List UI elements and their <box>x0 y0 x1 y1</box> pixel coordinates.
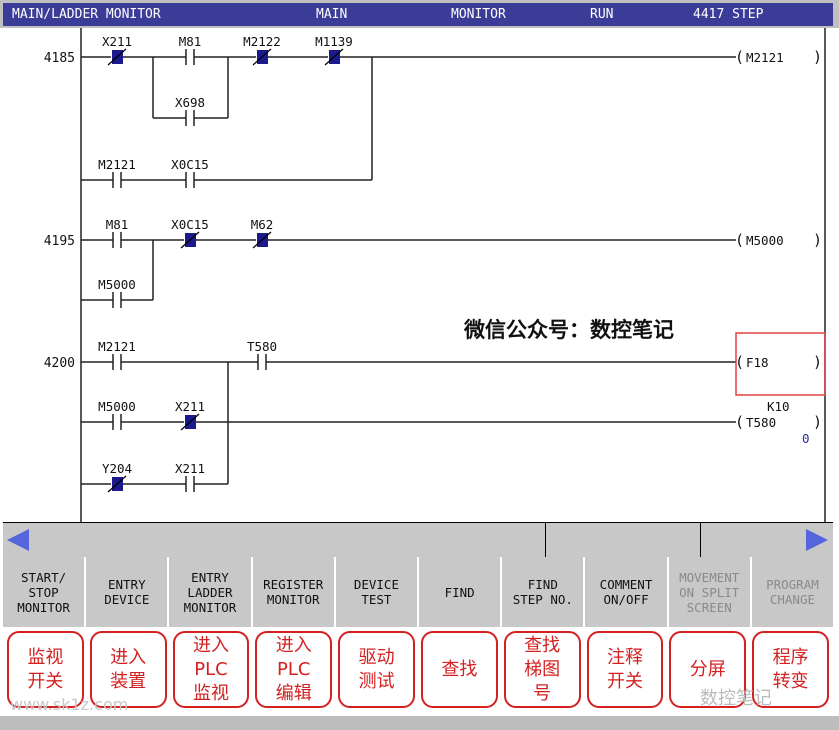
contact-label: X211 <box>175 461 205 476</box>
step-number: 4200 <box>44 356 75 371</box>
contact-gap <box>186 115 194 121</box>
contact-slash <box>180 413 200 431</box>
timer-current-value: 0 <box>802 431 810 446</box>
annotation-label: 进入 装置 <box>89 631 167 708</box>
coil-label: F18 <box>746 355 769 370</box>
softkey-button[interactable]: ENTRY LADDER MONITOR <box>169 557 251 627</box>
contact-label: X211 <box>102 34 132 49</box>
annotation-label: 注释 开关 <box>586 631 664 708</box>
scroll-divider <box>545 523 546 557</box>
contact-gap <box>186 481 194 487</box>
contact-label: M2122 <box>243 34 281 49</box>
contact-label: X211 <box>175 399 205 414</box>
softkey-button[interactable]: MOVEMENT ON SPLIT SCREEN <box>668 557 750 627</box>
contact-label: X0C15 <box>171 217 209 232</box>
mode-label: MONITOR <box>451 7 506 22</box>
scroll-divider <box>700 523 701 557</box>
contact-label: M2121 <box>98 339 136 354</box>
header: MAIN/LADDER MONITOR MAIN MONITOR RUN 441… <box>0 0 839 28</box>
contact-gap <box>186 177 194 183</box>
contact-slash <box>107 475 127 493</box>
contact-slash <box>252 48 272 66</box>
screen-title: MAIN/LADDER MONITOR <box>12 7 161 22</box>
contact-gap <box>113 177 121 183</box>
annotation-label: 进入 PLC 编辑 <box>255 631 333 708</box>
brand-watermark: 数控笔记 <box>700 688 772 709</box>
contact-label: Y204 <box>102 461 132 476</box>
contact-slash <box>324 48 344 66</box>
coil-label: M5000 <box>746 233 784 248</box>
annotation-row: 监视 开关进入 装置进入 PLC 监视进入 PLC 编辑驱动 测试查找查找 梯图… <box>3 631 833 708</box>
softkey-button[interactable]: COMMENT ON/OFF <box>585 557 667 627</box>
contact-label: M81 <box>179 34 202 49</box>
contact-label: M5000 <box>98 399 136 414</box>
step-count: 4417 STEP <box>693 7 764 22</box>
timer-setting: K10 <box>767 399 790 414</box>
contact-slash <box>180 231 200 249</box>
scroll-right-arrow-icon[interactable] <box>806 529 828 551</box>
contact-label: M81 <box>106 217 129 232</box>
annotation-label: 查找 <box>420 631 498 708</box>
site-watermark: www.sk1z.com <box>10 695 129 714</box>
softkey-button[interactable]: ENTRY DEVICE <box>86 557 168 627</box>
contact-label: M1139 <box>315 34 353 49</box>
softkey-button[interactable]: FIND <box>419 557 501 627</box>
annotation-label: 程序 转变 <box>752 631 829 708</box>
contact-label: T580 <box>247 339 277 354</box>
contact-gap <box>113 419 121 425</box>
coil-open-paren: ( <box>735 231 744 249</box>
contact-gap <box>113 297 121 303</box>
contact-gap <box>186 54 194 60</box>
coil-close-paren: ) <box>813 231 822 249</box>
annotation-label: 分屏 <box>669 631 747 708</box>
coil-close-paren: ) <box>813 48 822 66</box>
contact-label: M62 <box>251 217 274 232</box>
contact-gap <box>113 237 121 243</box>
bottom-border <box>0 716 839 730</box>
contact-gap <box>258 359 266 365</box>
softkey-button[interactable]: DEVICE TEST <box>335 557 418 627</box>
contact-label: X0C15 <box>171 157 209 172</box>
coil-label: M2121 <box>746 50 784 65</box>
annotation-label: 查找 梯图 号 <box>503 631 581 708</box>
coil-open-paren: ( <box>735 353 744 371</box>
contact-slash <box>107 48 127 66</box>
contact-label: M2121 <box>98 157 136 172</box>
annotation-label: 监视 开关 <box>7 631 84 708</box>
step-number: 4185 <box>44 51 75 66</box>
title-bar: MAIN/LADDER MONITOR MAIN MONITOR RUN 441… <box>3 3 833 26</box>
horizontal-scrollbar[interactable] <box>3 522 833 557</box>
coil-close-paren: ) <box>813 353 822 371</box>
softkey-button[interactable]: PROGRAM CHANGE <box>751 557 834 627</box>
contact-label: M5000 <box>98 277 136 292</box>
annotation-label: 驱动 测试 <box>338 631 415 708</box>
contact-slash <box>252 231 272 249</box>
wechat-watermark: 微信公众号：数控笔记 <box>464 317 674 342</box>
softkey-button[interactable]: FIND STEP NO. <box>502 557 584 627</box>
softkey-button[interactable]: START/ STOP MONITOR <box>3 557 85 627</box>
coil-close-paren: ) <box>813 413 822 431</box>
scroll-left-arrow-icon[interactable] <box>7 529 29 551</box>
program-name: MAIN <box>316 7 348 22</box>
highlight-box <box>735 332 826 396</box>
coil-open-paren: ( <box>735 48 744 66</box>
coil-open-paren: ( <box>735 413 744 431</box>
contact-gap <box>113 359 121 365</box>
run-status: RUN <box>590 7 614 22</box>
contact-label: X698 <box>175 95 205 110</box>
step-number: 4195 <box>44 234 75 249</box>
softkey-button[interactable]: REGISTER MONITOR <box>252 557 334 627</box>
annotation-label: 进入 PLC 监视 <box>172 631 250 708</box>
coil-label: T580 <box>746 415 776 430</box>
